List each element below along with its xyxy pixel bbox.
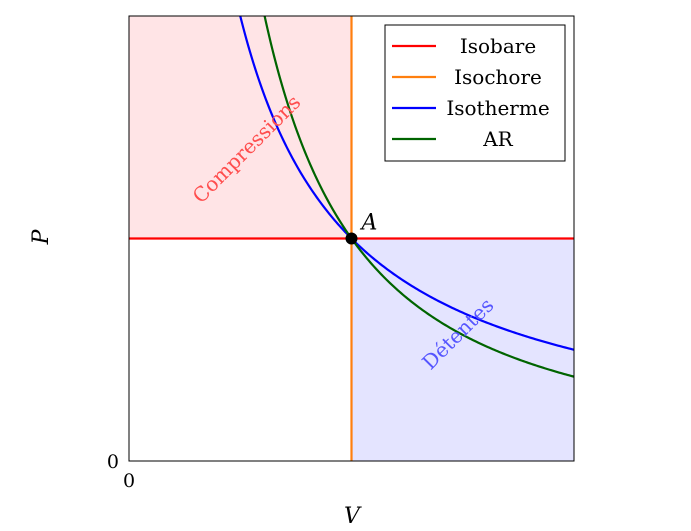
series-ar-line (263, 16, 574, 378)
regions-layer (129, 16, 574, 461)
series-isotherme-line (239, 16, 574, 351)
y-origin-label: 0 (107, 451, 119, 473)
y-axis-label: P (29, 228, 54, 245)
region-compressions (129, 16, 352, 239)
point-a-marker (345, 232, 358, 245)
plot-frame (128, 15, 575, 462)
region-d-tentes (351, 238, 574, 461)
x-origin-label: 0 (123, 470, 135, 492)
legend-label: Isotherme (446, 96, 549, 120)
legend-label: Isochore (454, 65, 542, 89)
legend-label: AR (482, 127, 513, 151)
point-a-label: A (360, 211, 378, 236)
x-axis-label: V (344, 504, 362, 529)
legend-label: Isobare (460, 34, 536, 58)
